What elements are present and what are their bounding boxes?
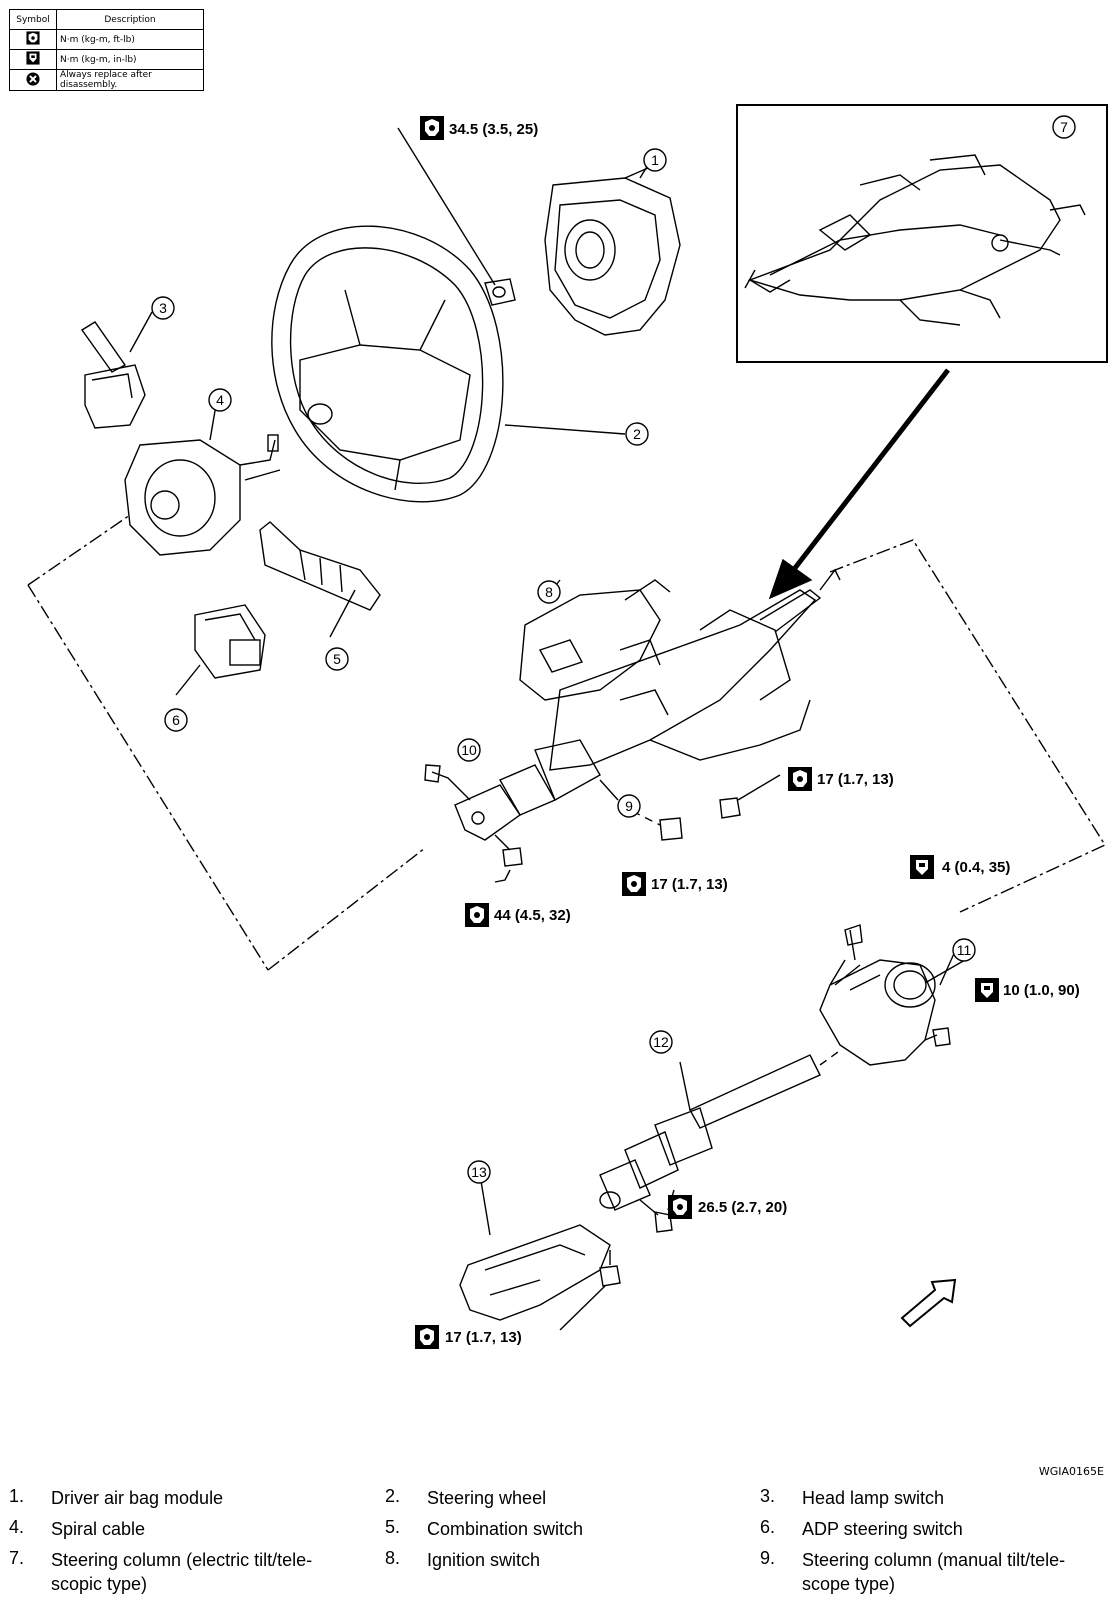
part-name: ADP steering switch — [802, 1519, 963, 1539]
legend-row: N·m (kg-m, ft-lb) — [9, 29, 204, 50]
torque-spec: 10 (1.0, 90) — [975, 978, 1080, 1002]
torque-inlb-icon — [26, 51, 40, 65]
intermediate-shaft-drawing — [599, 1054, 821, 1211]
nut-top — [484, 278, 516, 306]
part-name: Head lamp switch — [802, 1488, 945, 1508]
svg-text:17 (1.7, 13): 17 (1.7, 13) — [817, 771, 894, 788]
steering-wheel-drawing — [271, 225, 504, 503]
callout-1: 1 — [643, 148, 667, 172]
torque-ftlb-icon — [788, 767, 812, 791]
torque-spec: 44 (4.5, 32) — [465, 903, 571, 927]
lower-column-cover-drawing — [459, 1224, 611, 1321]
svg-text:11: 11 — [957, 942, 972, 958]
legend-row: N·m (kg-m, in-lb) — [9, 49, 204, 70]
svg-text:17 (1.7, 13): 17 (1.7, 13) — [445, 1329, 522, 1346]
part-name: Steering column (electric tilt/tele- sco… — [51, 1550, 313, 1594]
callout-4: 4 — [208, 388, 232, 412]
legend-description: Always replace after disassembly. — [56, 69, 204, 91]
manual-steering-column-drawing — [454, 568, 841, 841]
svg-text:2: 2 — [633, 426, 641, 442]
part-name: Spiral cable — [51, 1519, 146, 1539]
torque-specs: 34.5 (3.5, 25) 17 (1.7, 13) 17 (1.7, 13)… — [415, 116, 1080, 1349]
part-name: Steering wheel — [427, 1488, 547, 1508]
torque-spec: 17 (1.7, 13) — [415, 1325, 522, 1349]
electric-steering-column-drawing — [744, 154, 1086, 326]
torque-spec: 34.5 (3.5, 25) — [420, 116, 538, 140]
figure-code: WGIA0165E — [1038, 1465, 1104, 1478]
part-name: Steering column (manual tilt/tele- scope… — [802, 1550, 1066, 1594]
spiral-cable-drawing — [124, 434, 281, 556]
svg-text:7: 7 — [1060, 119, 1068, 135]
svg-text:4 (0.4, 35): 4 (0.4, 35) — [942, 859, 1010, 876]
torque-ftlb-icon — [420, 116, 444, 140]
part-number: 2. — [385, 1486, 401, 1506]
svg-text:26.5 (2.7, 20): 26.5 (2.7, 20) — [698, 1199, 787, 1216]
svg-text:17 (1.7, 13): 17 (1.7, 13) — [651, 876, 728, 893]
svg-text:9: 9 — [625, 798, 633, 814]
part-number: 1. — [9, 1486, 25, 1506]
callout-3: 3 — [151, 296, 175, 320]
callout-11: 11 — [952, 938, 976, 962]
column-hole-cover-drawing — [819, 959, 936, 1066]
part-number: 7. — [9, 1548, 25, 1568]
steering-column-exploded-diagram: 1 2 3 4 5 6 7 8 9 10 11 12 13 34.5 (3.5,… — [27, 104, 1108, 1349]
air-bag-module-drawing — [544, 164, 681, 336]
legend-row: Always replace after disassembly. — [9, 69, 204, 91]
torque-ftlb-icon — [622, 872, 646, 896]
part-name: Ignition switch — [427, 1550, 541, 1570]
replace-icon — [26, 71, 40, 86]
svg-text:34.5 (3.5, 25): 34.5 (3.5, 25) — [449, 121, 538, 138]
part-number: 9. — [760, 1548, 776, 1568]
part-number: 3. — [760, 1486, 776, 1506]
torque-ftlb-icon — [415, 1325, 439, 1349]
callout-6: 6 — [164, 708, 188, 732]
torque-inlb-icon — [910, 855, 934, 879]
callout-8: 8 — [537, 580, 561, 604]
part-number: 6. — [760, 1517, 776, 1537]
torque-inlb-icon — [975, 978, 999, 1002]
torque-spec: 26.5 (2.7, 20) — [668, 1195, 787, 1219]
svg-text:5: 5 — [333, 651, 341, 667]
svg-text:10 (1.0, 90): 10 (1.0, 90) — [1003, 982, 1080, 999]
part-number: 4. — [9, 1517, 25, 1537]
part-number: 5. — [385, 1517, 401, 1537]
svg-text:6: 6 — [172, 712, 180, 728]
callout-markers: 1 2 3 4 5 6 7 8 9 10 11 12 13 — [151, 115, 1076, 1184]
svg-text:10: 10 — [461, 742, 477, 758]
part-number: 8. — [385, 1548, 401, 1568]
svg-text:4: 4 — [216, 392, 224, 408]
callout-5: 5 — [325, 647, 349, 671]
svg-text:8: 8 — [545, 584, 553, 600]
callout-9: 9 — [617, 794, 641, 818]
svg-text:3: 3 — [159, 300, 167, 316]
torque-spec: 4 (0.4, 35) — [910, 855, 1010, 879]
torque-spec: 17 (1.7, 13) — [788, 767, 894, 791]
head-lamp-switch-drawing — [80, 321, 146, 429]
part-name: Combination switch — [427, 1519, 584, 1539]
part-name: Driver air bag module — [51, 1488, 224, 1508]
svg-text:12: 12 — [653, 1034, 669, 1050]
callout-13: 13 — [467, 1160, 491, 1184]
torque-ftlb-icon — [26, 31, 40, 45]
callout-10: 10 — [457, 738, 481, 762]
legend-table: Symbol Description N·m (kg-m, ft-lb) N·m… — [9, 9, 204, 91]
combination-switch-drawing — [259, 521, 381, 611]
callout-12: 12 — [649, 1030, 673, 1054]
callout-7: 7 — [1052, 115, 1076, 139]
svg-text:13: 13 — [471, 1164, 487, 1180]
svg-text:44 (4.5, 32): 44 (4.5, 32) — [494, 907, 571, 924]
adp-steering-switch-drawing — [194, 604, 266, 679]
torque-spec: 17 (1.7, 13) — [622, 872, 728, 896]
torque-ftlb-icon — [668, 1195, 692, 1219]
torque-ftlb-icon — [465, 903, 489, 927]
svg-text:1: 1 — [651, 152, 659, 168]
inset-frame — [736, 104, 1108, 363]
callout-2: 2 — [625, 422, 649, 446]
